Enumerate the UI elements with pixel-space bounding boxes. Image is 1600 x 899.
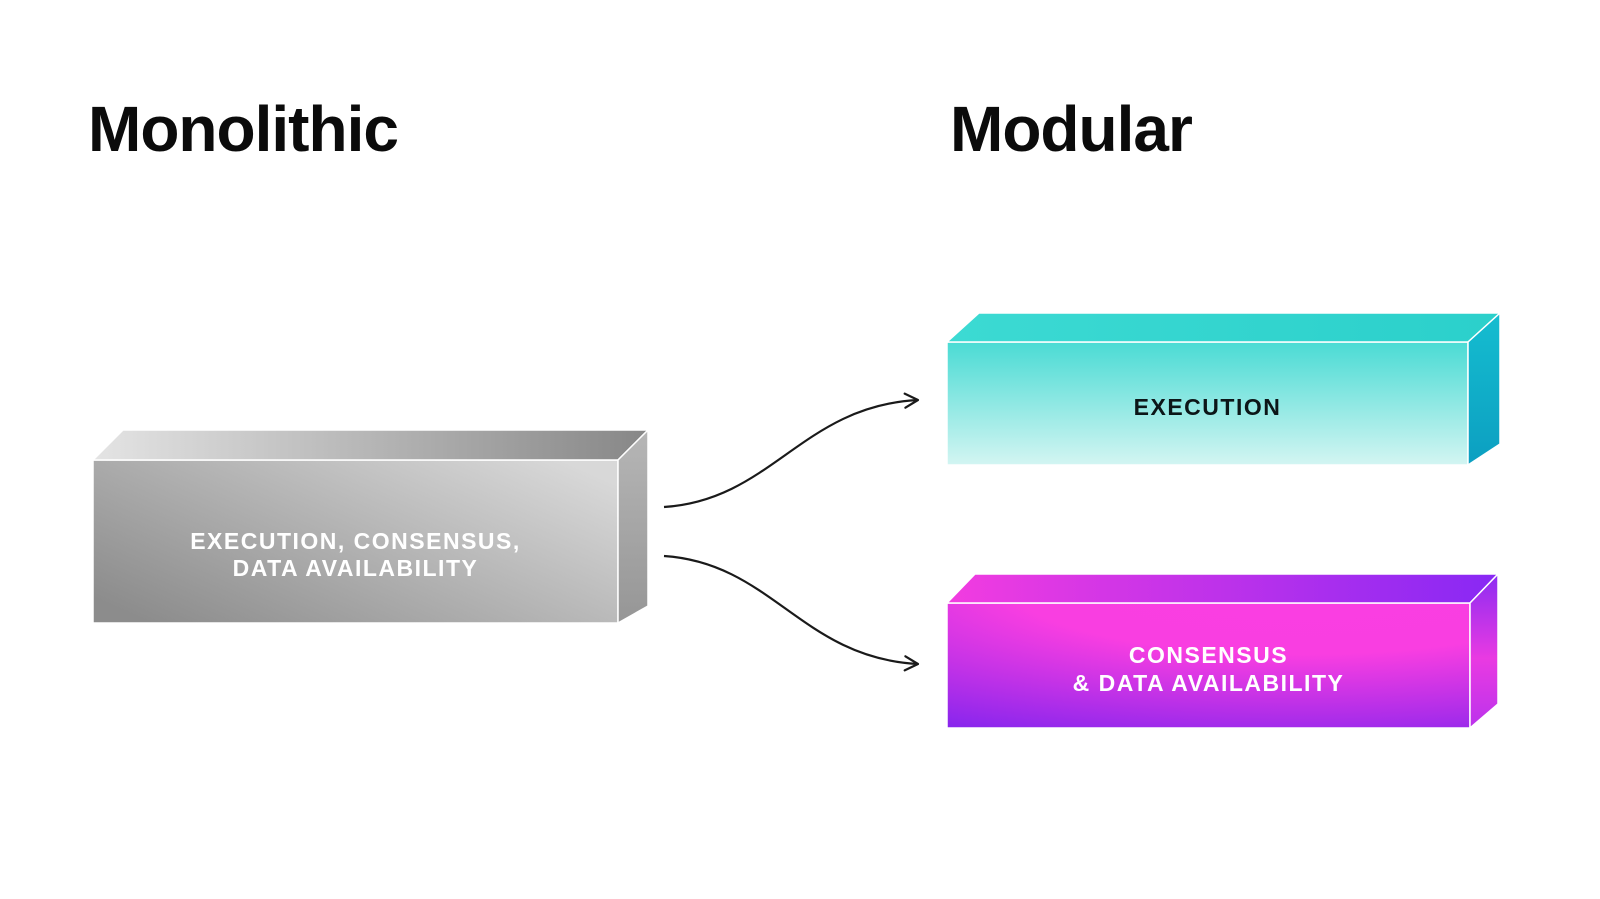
consensus-box-side-face (1469, 573, 1499, 729)
monolithic-box-side-face (617, 429, 649, 624)
monolithic-title: Monolithic (88, 93, 399, 165)
arrow-to-execution (663, 392, 920, 509)
monolithic-box (92, 429, 649, 624)
modular-title: Modular (950, 93, 1193, 165)
execution-box (946, 312, 1501, 466)
execution-box-top-face (946, 312, 1501, 343)
monolithic-box-top-face (92, 429, 649, 461)
execution-box-front-face (946, 341, 1469, 466)
monolithic-box-front-face (92, 459, 619, 624)
execution-box-side-face (1467, 312, 1501, 466)
consensus-box (946, 573, 1499, 729)
consensus-box-top-face (946, 573, 1499, 604)
consensus-box-front-face (946, 602, 1471, 729)
arrow-to-consensus (663, 554, 920, 672)
